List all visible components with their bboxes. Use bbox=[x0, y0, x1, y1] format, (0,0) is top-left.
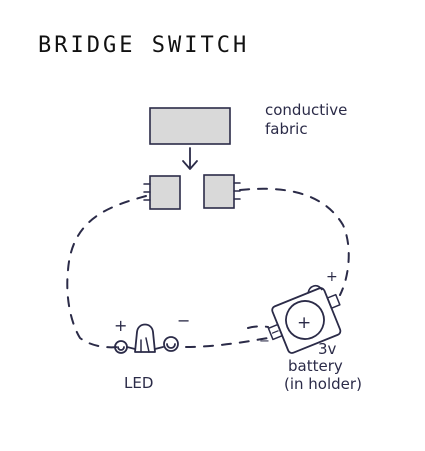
led-plus-sign: + bbox=[114, 316, 127, 335]
thread-right-loop bbox=[239, 187, 350, 296]
led-label: LED bbox=[124, 374, 153, 392]
battery-terminal-plus: + bbox=[326, 269, 338, 285]
thread-battery-lead bbox=[247, 325, 269, 329]
left-switch-pad bbox=[143, 175, 181, 210]
led-minus-sign: − bbox=[177, 311, 190, 330]
thread-bottom bbox=[185, 337, 269, 348]
fabric-label-line2: fabric bbox=[265, 120, 308, 138]
fabric-label-line1: conductive bbox=[265, 101, 347, 119]
down-arrow-icon bbox=[182, 147, 198, 170]
battery-label-line1: 3v bbox=[318, 340, 337, 358]
battery-label-line2: battery bbox=[288, 357, 343, 375]
battery-label-line3: (in holder) bbox=[284, 375, 362, 393]
right-switch-pad bbox=[203, 174, 241, 209]
led-component bbox=[114, 323, 179, 354]
thread-left-loop bbox=[66, 195, 147, 349]
conductive-fabric-piece bbox=[149, 107, 231, 145]
battery-terminal-minus: − bbox=[259, 334, 270, 349]
battery-plus-sign: + bbox=[297, 313, 311, 333]
diagram-title: BRIDGE SWITCH bbox=[38, 33, 249, 58]
battery-holder bbox=[267, 284, 342, 354]
